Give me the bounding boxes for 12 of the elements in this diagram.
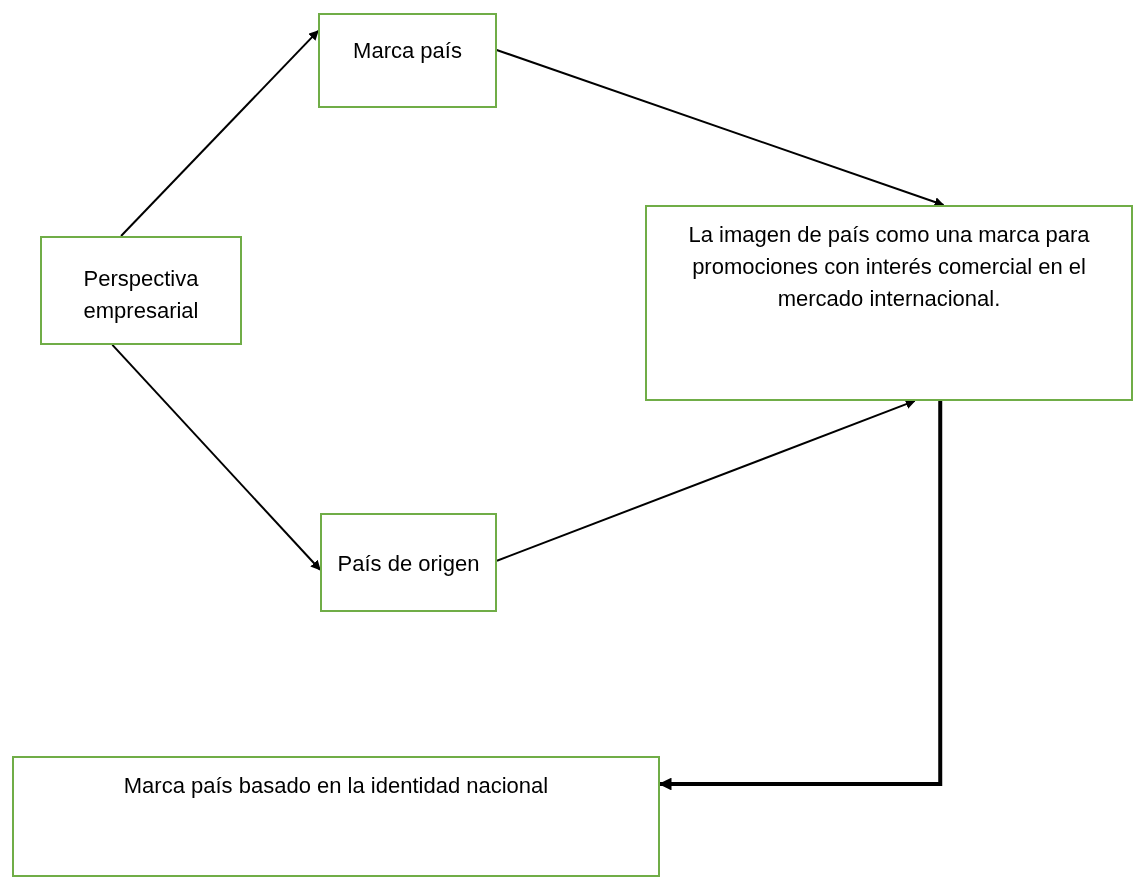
box-text: Marca país (353, 37, 462, 65)
box-text: Marca país basado en la identidad nacional (123, 772, 549, 800)
process-box (12, 756, 660, 877)
box-text: País de origen (337, 549, 480, 578)
process-box (318, 13, 497, 108)
arrow (120, 29, 320, 238)
box-text: La imagen de país como una marca para promociones con interés comercial en el mercado internacional. (687, 221, 1091, 313)
process-box (645, 205, 1133, 401)
box-text: Perspectiva empresarial (82, 264, 200, 325)
process-box (320, 513, 497, 612)
process-box (40, 236, 242, 345)
arrow (111, 343, 322, 571)
